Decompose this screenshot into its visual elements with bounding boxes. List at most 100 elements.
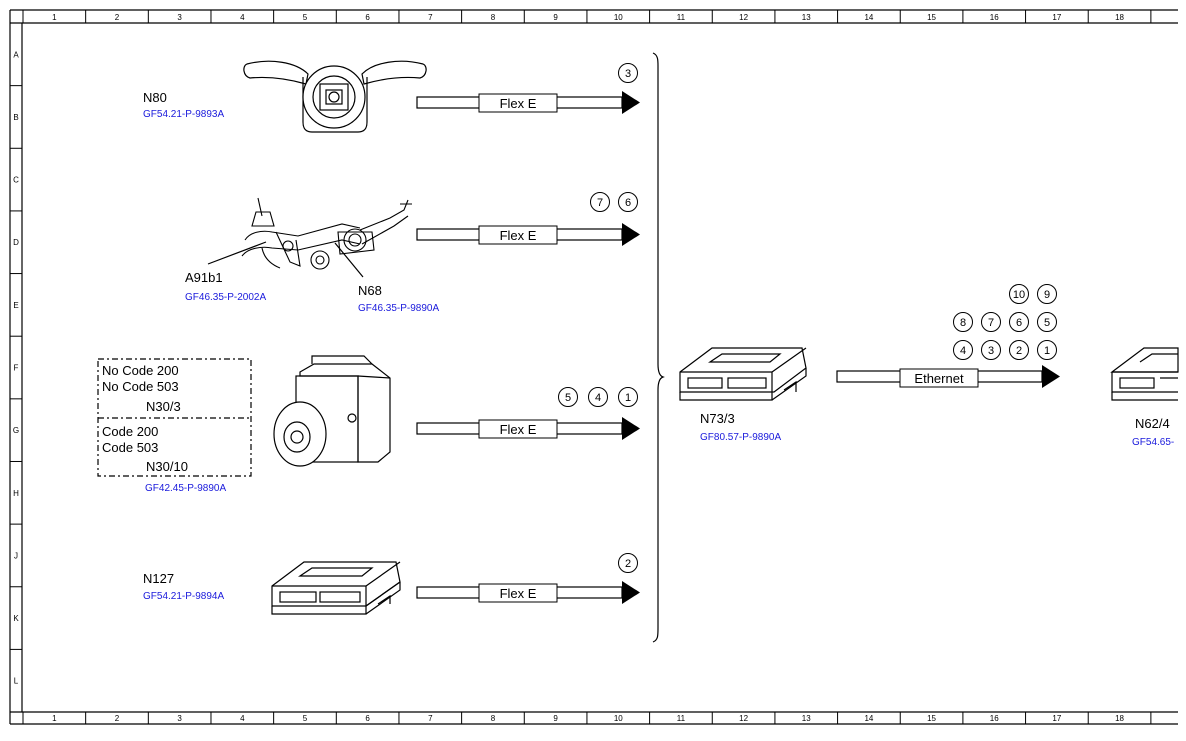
badge-6-flex-2: 6 [618, 192, 638, 212]
column-label-bottom: 16 [990, 714, 999, 723]
badge-3-flex-1: 3 [618, 63, 638, 83]
ethernet-label: Ethernet [914, 371, 964, 386]
column-label-bottom: 2 [115, 714, 120, 723]
svg-text:3: 3 [988, 345, 994, 357]
svg-text:3: 3 [625, 68, 631, 80]
row-label: F [14, 364, 19, 373]
column-label-top: 9 [553, 13, 558, 22]
row-label: L [14, 677, 19, 686]
flex-e-connection-3: Flex E [416, 417, 640, 440]
n68-leader-line [334, 242, 364, 278]
n73-3-reference-link[interactable]: GF80.57-P-9890A [700, 432, 781, 443]
column-label-bottom: 12 [739, 714, 748, 723]
column-label-bottom: 11 [677, 714, 686, 723]
column-label-top: 6 [365, 13, 370, 22]
flex-e-label-1: Flex E [500, 96, 537, 111]
column-label-bottom: 15 [927, 714, 936, 723]
svg-text:9: 9 [1044, 289, 1050, 301]
badge-5-ethernet: 5 [1037, 312, 1057, 332]
flex-e-label-2: Flex E [500, 228, 537, 243]
column-label-top: 2 [115, 13, 120, 22]
n30-variant-box [97, 358, 252, 477]
n62-4-control-unit-icon [1110, 347, 1179, 401]
row-label: K [13, 614, 19, 623]
column-label-top: 18 [1115, 13, 1124, 22]
column-label-bottom: 3 [177, 714, 182, 723]
column-label-top: 5 [303, 13, 308, 22]
badge-1-ethernet: 1 [1037, 340, 1057, 360]
n68-reference-link[interactable]: GF46.35-P-9890A [358, 303, 439, 314]
svg-text:1: 1 [625, 392, 631, 404]
a91b1-reference-link[interactable]: GF46.35-P-2002A [185, 292, 266, 303]
badge-6-ethernet: 6 [1009, 312, 1029, 332]
column-label-bottom: 17 [1052, 714, 1061, 723]
flex-e-label-4: Flex E [500, 586, 537, 601]
badge-7-flex-2: 7 [590, 192, 610, 212]
column-label-bottom: 9 [553, 714, 558, 723]
badge-2-ethernet: 2 [1009, 340, 1029, 360]
n80-label: N80 [143, 90, 167, 105]
badge-3-ethernet: 3 [981, 340, 1001, 360]
row-label: E [13, 301, 18, 310]
svg-text:1: 1 [1044, 345, 1050, 357]
column-label-bottom: 13 [802, 714, 811, 723]
svg-text:2: 2 [1016, 345, 1022, 357]
n62-4-label: N62/4 [1135, 416, 1170, 431]
svg-text:6: 6 [625, 197, 631, 209]
svg-text:6: 6 [1016, 317, 1022, 329]
row-label: G [13, 426, 19, 435]
a91b1-label: A91b1 [185, 270, 223, 285]
a91b1-leader-line [207, 241, 267, 265]
svg-text:10: 10 [1013, 289, 1025, 301]
row-label: C [13, 176, 19, 185]
column-label-bottom: 10 [614, 714, 623, 723]
n73-3-label: N73/3 [700, 411, 735, 426]
column-label-top: 8 [491, 13, 496, 22]
flex-e-connection-1: Flex E [416, 91, 640, 114]
n80-reference-link[interactable]: GF54.21-P-9893A [143, 109, 224, 120]
ethernet-connection: Ethernet [836, 365, 1060, 388]
badge-10-ethernet: 10 [1009, 284, 1029, 304]
n30-variant2-line1: Code 200 [102, 424, 158, 439]
n30-variant1-line2: No Code 503 [102, 379, 179, 394]
column-label-bottom: 14 [864, 714, 873, 723]
column-label-bottom: 4 [240, 714, 245, 723]
n127-control-unit-icon [271, 561, 401, 615]
column-label-bottom: 5 [303, 714, 308, 723]
svg-text:7: 7 [597, 197, 603, 209]
row-label: A [13, 50, 19, 59]
n127-reference-link[interactable]: GF54.21-P-9894A [143, 591, 224, 602]
column-label-top: 4 [240, 13, 245, 22]
svg-text:7: 7 [988, 317, 994, 329]
column-ticks: 1122334455667788991010111112121313141415… [22, 10, 1152, 724]
svg-text:4: 4 [960, 345, 966, 357]
flex-e-label-3: Flex E [500, 422, 537, 437]
n80-steering-column-module-icon [243, 60, 427, 133]
column-label-top: 13 [802, 13, 811, 22]
connection-brace [652, 52, 665, 643]
svg-text:2: 2 [625, 558, 631, 570]
column-label-top: 16 [990, 13, 999, 22]
column-label-bottom: 6 [365, 714, 370, 723]
row-label: B [13, 113, 18, 122]
column-label-top: 11 [677, 13, 686, 22]
row-label: H [13, 489, 19, 498]
column-label-bottom: 7 [428, 714, 433, 723]
n62-4-reference-link[interactable]: GF54.65- [1132, 437, 1174, 448]
svg-text:4: 4 [595, 392, 601, 404]
badge-8-ethernet: 8 [953, 312, 973, 332]
svg-text:5: 5 [1044, 317, 1050, 329]
n30-3-label: N30/3 [146, 399, 181, 414]
column-label-bottom: 8 [491, 714, 496, 723]
svg-text:5: 5 [565, 392, 571, 404]
row-label: D [13, 238, 19, 247]
column-label-top: 17 [1052, 13, 1061, 22]
badge-9-ethernet: 9 [1037, 284, 1057, 304]
n30-reference-link[interactable]: GF42.45-P-9890A [145, 483, 226, 494]
n30-variant1-line1: No Code 200 [102, 363, 179, 378]
badge-7-ethernet: 7 [981, 312, 1001, 332]
badge-4-flex-3: 4 [588, 387, 608, 407]
